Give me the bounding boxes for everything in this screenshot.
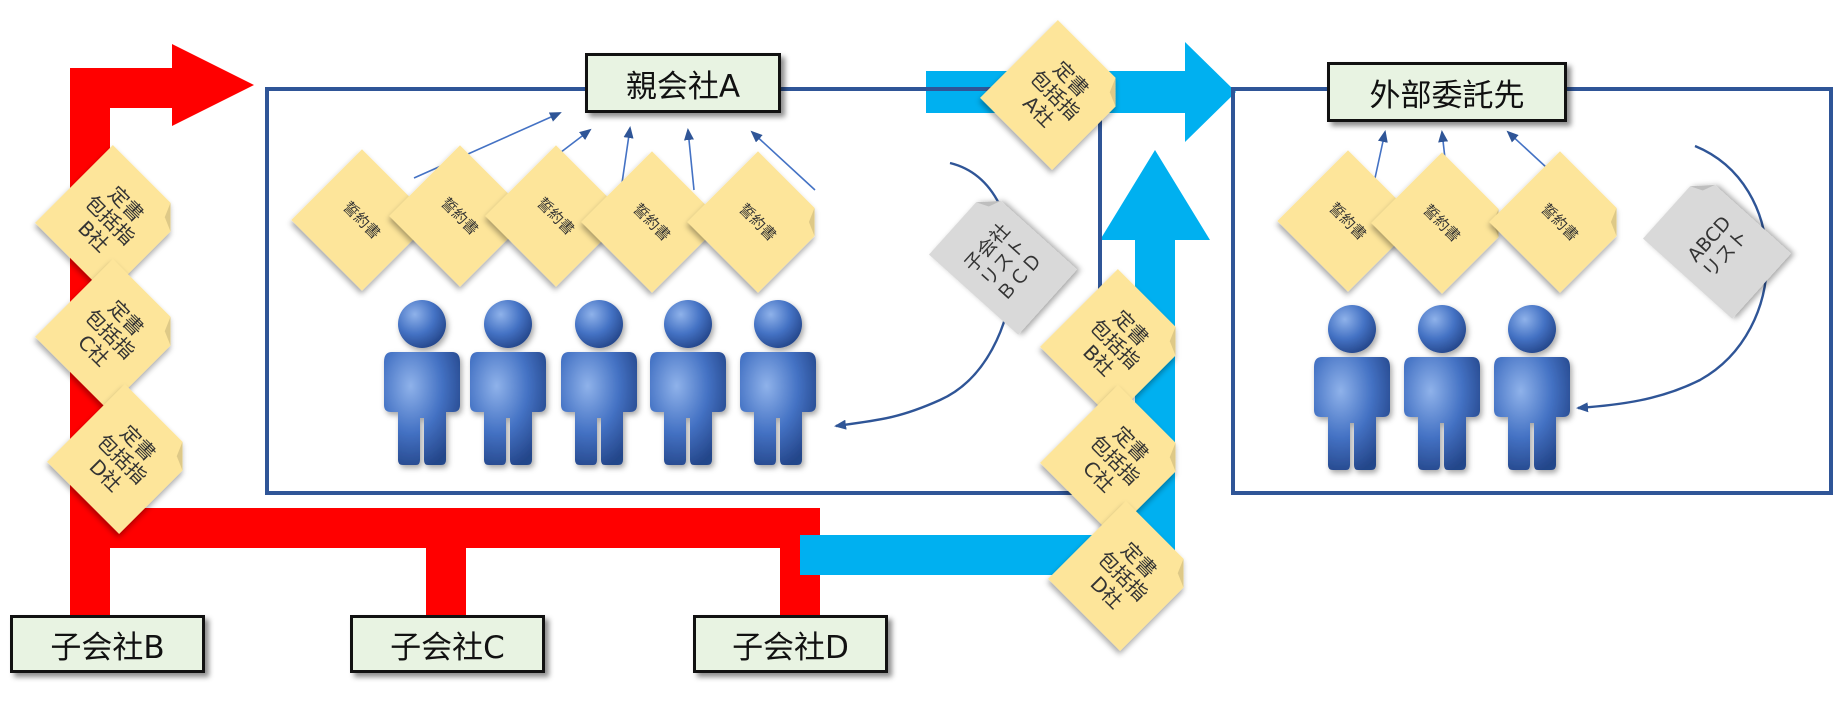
pledge-note: 誓約書 bbox=[1371, 152, 1499, 294]
person-icon bbox=[740, 300, 816, 465]
pledge-note: 誓約書 bbox=[1277, 150, 1405, 292]
person-icon bbox=[561, 300, 637, 465]
person-icon bbox=[470, 300, 546, 465]
red-arrow-head bbox=[172, 44, 254, 126]
subsidiary-c-label: 子会社C bbox=[350, 615, 545, 673]
pledge-note: 誓約書 bbox=[1489, 151, 1617, 293]
parent-company-label: 親会社A bbox=[585, 53, 781, 113]
pledge-flow-arrow bbox=[620, 126, 634, 191]
subsidiary-d-label: 子会社D bbox=[693, 615, 888, 673]
pledge-note: 誓約書 bbox=[291, 149, 419, 291]
pledge-note: 誓約書 bbox=[389, 145, 517, 287]
red-flow-line bbox=[70, 68, 190, 548]
subsidiary-b-label: 子会社B bbox=[10, 615, 205, 673]
blue-arrow-head bbox=[1185, 42, 1236, 142]
blue-arrow-head bbox=[1100, 150, 1210, 240]
person-icon bbox=[650, 300, 726, 465]
person-icon bbox=[1314, 305, 1390, 470]
person-icon bbox=[1404, 305, 1480, 470]
list-flow-arrow bbox=[1576, 144, 1768, 413]
pledge-note: 誓約書 bbox=[687, 151, 815, 293]
pledge-flow-arrow bbox=[750, 130, 816, 191]
person-icon bbox=[1494, 305, 1570, 470]
person-icon bbox=[384, 300, 460, 465]
contractor-label: 外部委託先 bbox=[1327, 62, 1567, 122]
pledge-note: 誓約書 bbox=[581, 151, 709, 293]
pledge-flow-arrow bbox=[684, 128, 695, 191]
pledge-note: 誓約書 bbox=[485, 145, 613, 287]
